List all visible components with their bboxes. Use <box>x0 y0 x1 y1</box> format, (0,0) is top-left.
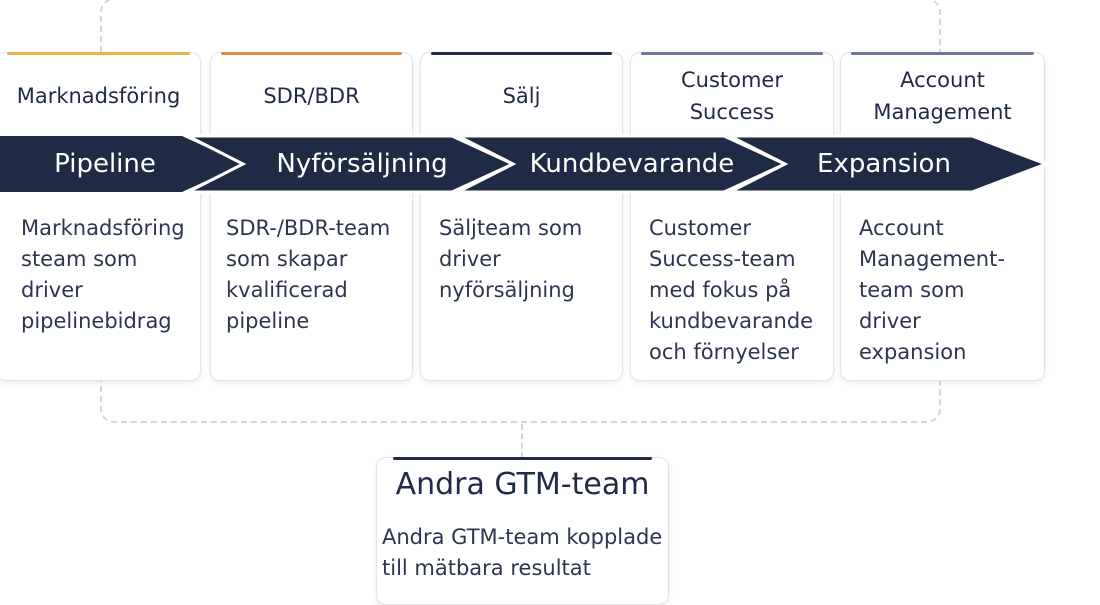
team-description: Customer Success-team med fokus på kundb… <box>649 216 814 364</box>
team-card-customer-success: Customer Success Customer Success-team m… <box>630 52 834 381</box>
team-title: Marknadsföring <box>16 84 181 108</box>
team-description: Marknadsföring steam som driver pipeline… <box>21 216 185 333</box>
card-accent-bar <box>7 52 190 55</box>
group-connector-line <box>521 424 523 458</box>
funnel-chevron-arrow <box>0 134 1051 194</box>
arrow-segment-kundbevarande <box>457 134 789 194</box>
stage-label-expansion: Expansion <box>817 149 951 179</box>
stage-label-kundbevarande: Kundbevarande <box>529 149 735 179</box>
other-gtm-teams-card: Andra GTM-team Andra GTM-team kopplade t… <box>376 457 669 605</box>
team-title: Customer Success <box>680 68 783 124</box>
team-description: Account Management- team som driver expa… <box>859 216 1005 364</box>
card-accent-bar <box>641 52 823 55</box>
other-teams-description: Andra GTM-team kopplade till mätbara res… <box>382 525 663 580</box>
team-title: Sälj <box>502 84 541 108</box>
team-title: Account Management <box>873 68 1012 124</box>
team-description: Säljteam som driver nyförsäljning <box>439 216 583 302</box>
other-teams-title: Andra GTM-team <box>395 467 650 502</box>
arrow-segment-expansion <box>729 134 1051 194</box>
team-description: SDR-/BDR-team som skapar kvalificerad pi… <box>226 216 391 333</box>
arrow-segment-nyforsaljning <box>187 134 517 194</box>
team-card-account-management: Account Management Account Management- t… <box>840 52 1045 381</box>
team-title: SDR/BDR <box>263 84 360 108</box>
card-accent-bar <box>393 457 652 460</box>
stage-label-nyforsaljning: Nyförsäljning <box>276 149 448 179</box>
card-accent-bar <box>221 52 402 55</box>
team-card-sdr-bdr: SDR/BDR SDR-/BDR-team som skapar kvalifi… <box>210 52 413 381</box>
card-accent-bar <box>851 52 1034 55</box>
card-accent-bar <box>431 52 612 55</box>
team-card-marketing: Marknadsföring Marknadsföring steam som … <box>0 52 201 381</box>
team-card-sales: Sälj Säljteam som driver nyförsäljning <box>420 52 623 381</box>
arrow-segment-pipeline <box>0 136 243 192</box>
stage-label-pipeline: Pipeline <box>54 149 156 179</box>
